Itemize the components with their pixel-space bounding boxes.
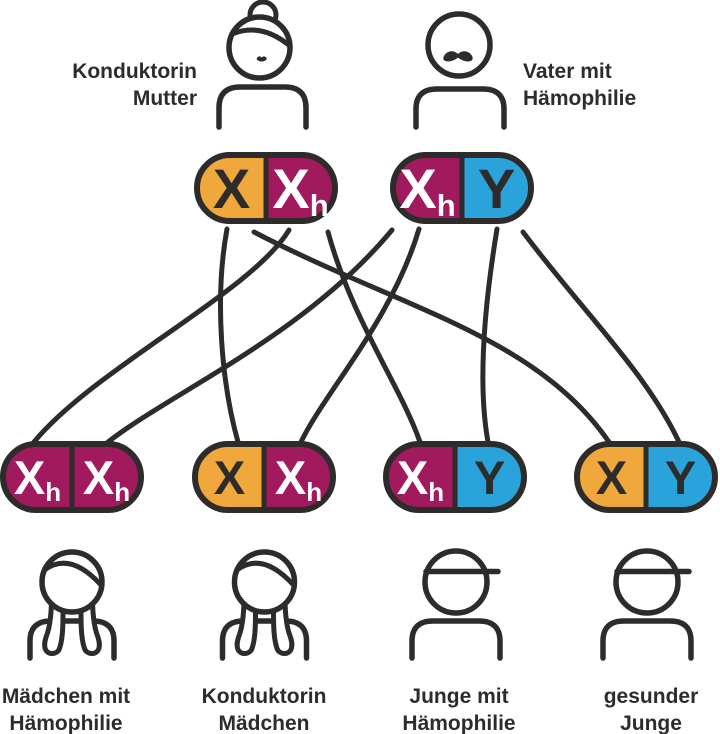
line-mutter-x-to-gesunder-junge xyxy=(251,229,612,445)
father-label-line1: Vater mit xyxy=(523,60,612,83)
child4-allele-left-text: X xyxy=(596,451,627,504)
mother-figure woman-bun-icon xyxy=(216,0,309,130)
child3-allele-right-half xyxy=(455,444,524,510)
child3-allele-right-text: Y xyxy=(474,451,505,504)
mother-shoulders xyxy=(216,84,309,130)
girl-hair-swoosh xyxy=(42,560,104,588)
girl-hair-swoosh xyxy=(234,560,296,588)
child4-label-line1: gesunder xyxy=(604,685,699,708)
child4-label-line2: Junge xyxy=(620,712,682,734)
mother-hair-swoosh xyxy=(229,27,293,49)
boy-shoulders xyxy=(600,618,694,661)
child1-label-line1: Mädchen mit xyxy=(2,685,130,708)
pill-outline xyxy=(192,441,336,513)
child2-allele-left-half xyxy=(195,444,264,510)
child2-allele-right-text: Xh xyxy=(275,451,322,507)
child4-genotype-pill: X Y xyxy=(574,441,718,513)
father-label-line2: Hämophilie xyxy=(523,87,636,110)
mother-allele-right-text: Xh xyxy=(272,157,328,223)
pill-outline xyxy=(383,441,527,513)
father-allele-right-text: Y xyxy=(478,157,515,220)
mother-allele-left-text: X xyxy=(213,157,250,220)
line-vater-xh-to-maedchen-mit-haemophilie xyxy=(105,227,395,445)
child2-allele-right-half xyxy=(264,444,333,510)
pill-outline xyxy=(390,152,534,224)
mother-lips-icon xyxy=(256,56,267,62)
child2-label-line2: Mädchen xyxy=(218,712,309,734)
boy-shoulders xyxy=(409,618,503,661)
mother-allele-left-half xyxy=(197,155,266,221)
pill-outline xyxy=(574,441,718,513)
mother-head xyxy=(226,14,293,81)
line-vater-y-to-gesunder-junge xyxy=(520,229,682,445)
child1-allele-left-half xyxy=(3,444,72,510)
father-head xyxy=(425,11,493,79)
mother-label-line1: Konduktorin xyxy=(72,60,197,83)
child2-genotype-pill: X Xh xyxy=(192,441,336,513)
line-mutter-x-to-konduktorin-maedchen xyxy=(218,226,241,445)
child1-genotype-pill: Xh Xh xyxy=(0,441,144,513)
girl-head xyxy=(231,549,298,615)
line-mutter-xh-to-maedchen-mit-haemophilie xyxy=(31,227,292,445)
pill-outline xyxy=(194,152,338,224)
child3-genotype-pill: Xh Y xyxy=(383,441,527,513)
father-allele-right-half xyxy=(462,155,531,221)
line-vater-y-to-junge-mit-haemophilie xyxy=(480,226,500,445)
boy-head xyxy=(613,548,681,616)
child1-label-line2: Hämophilie xyxy=(9,712,122,734)
child3-allele-left-half xyxy=(386,444,455,510)
line-vater-xh-to-konduktorin-maedchen xyxy=(298,226,422,445)
boy-head xyxy=(422,548,490,616)
child4-allele-right-half xyxy=(646,444,715,510)
child3-label-line1: Junge mit xyxy=(409,685,508,708)
child3-allele-left-text: Xh xyxy=(397,451,444,507)
father-figure man-mustache-icon xyxy=(413,11,507,130)
father-allele-left-half xyxy=(393,155,462,221)
father-mustache-icon xyxy=(443,51,473,62)
girl-shoulders xyxy=(27,618,117,661)
child4-allele-right-text: Y xyxy=(665,451,696,504)
child3-figure boy-icon xyxy=(409,548,503,661)
child1-allele-right-text: Xh xyxy=(83,451,130,507)
girl-head xyxy=(39,549,105,615)
father-shoulders xyxy=(413,86,507,130)
child1-allele-left-text: Xh xyxy=(14,451,61,507)
father-genotype-pill: Xh Y xyxy=(390,152,534,224)
mother-genotype-pill: X Xh xyxy=(194,152,338,224)
father-allele-left-text: Xh xyxy=(399,157,455,223)
child1-allele-right-half xyxy=(72,444,141,510)
child4-allele-left-half xyxy=(577,444,646,510)
line-mutter-xh-to-junge-mit-haemophilie xyxy=(325,229,423,445)
inheritance-lines xyxy=(31,226,682,445)
child1-figure girl-icon xyxy=(27,549,117,661)
girl-shoulders xyxy=(219,618,310,661)
child2-label-line1: Konduktorin xyxy=(202,685,327,708)
child4-figure boy-icon xyxy=(600,548,694,661)
child2-figure girl-icon xyxy=(219,549,310,661)
child2-allele-left-text: X xyxy=(214,451,245,504)
mother-label-line2: Mutter xyxy=(133,87,197,110)
pill-outline xyxy=(0,441,144,513)
child3-label-line2: Hämophilie xyxy=(402,712,515,734)
mother-allele-right-half xyxy=(266,155,335,221)
